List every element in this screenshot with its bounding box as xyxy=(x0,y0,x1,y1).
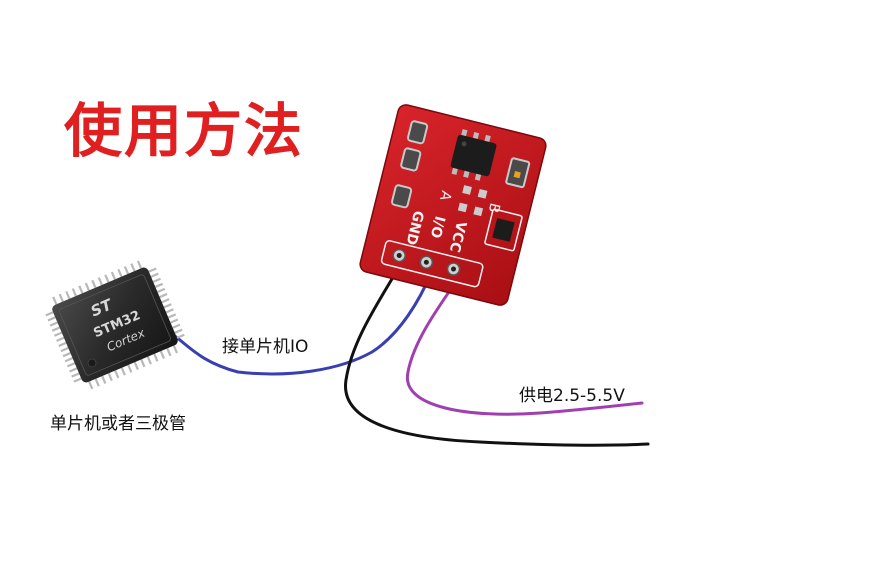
controller-label: 单片机或者三极管 xyxy=(50,414,186,434)
chip-pin xyxy=(167,313,177,319)
chip-pin xyxy=(65,290,71,300)
chip-pin xyxy=(161,298,170,304)
chip-pin xyxy=(64,357,74,363)
chip-pin xyxy=(159,292,168,299)
chip-pin xyxy=(66,362,76,368)
stm32-chip: ST STM32 Cortex xyxy=(45,260,185,390)
chip-pin xyxy=(154,282,164,288)
chip-pin xyxy=(47,316,56,322)
ground-wire xyxy=(344,260,650,447)
chip-pin xyxy=(140,359,146,368)
chip-pin xyxy=(166,347,172,357)
chip-pin xyxy=(52,296,58,305)
pin-label-vcc: VCC xyxy=(446,220,469,254)
chip-pin xyxy=(71,372,80,378)
io-wire xyxy=(170,269,434,376)
chip-pin xyxy=(172,345,178,354)
chip-pin xyxy=(133,361,139,371)
chip-pin xyxy=(176,333,185,339)
chip-pin xyxy=(153,353,159,362)
chip-pin xyxy=(159,350,165,359)
chip-pin xyxy=(114,370,120,379)
chip-pin xyxy=(170,318,179,324)
chip-pin xyxy=(51,326,61,332)
chip-pin xyxy=(69,367,78,373)
chip-pins xyxy=(45,260,185,390)
chip-pin xyxy=(163,303,172,309)
chip-pin xyxy=(127,364,133,373)
chip-pin xyxy=(172,323,181,329)
chip-pin xyxy=(53,331,63,337)
chip-pin xyxy=(165,308,174,314)
chip-pin xyxy=(58,293,64,302)
chip-pin xyxy=(101,375,107,384)
chip-pin xyxy=(107,372,113,382)
chip-pin xyxy=(150,272,159,278)
chip-pin xyxy=(123,266,130,275)
chip-pin xyxy=(73,377,82,383)
chip-pin xyxy=(71,288,77,297)
power-wire xyxy=(405,274,644,416)
chip-pin xyxy=(84,282,90,291)
chip-pin xyxy=(45,311,54,317)
jumper-label-a: A xyxy=(436,189,454,203)
chip-pin xyxy=(152,277,161,283)
pcb-board xyxy=(360,104,546,306)
chip-pin xyxy=(130,263,136,272)
touch-sensor-module: A B GND I/O VCC xyxy=(359,104,547,306)
chip-pin xyxy=(104,274,110,283)
chip-pin xyxy=(94,378,100,387)
chip-pin xyxy=(60,346,69,353)
chip-pin xyxy=(148,267,157,273)
chip-pin xyxy=(146,356,152,365)
chip-pin xyxy=(120,367,126,376)
chip-pin xyxy=(157,287,166,294)
chip-pin xyxy=(62,352,71,358)
chip-pin xyxy=(49,321,58,327)
chip-pin xyxy=(97,277,103,286)
chip-pin xyxy=(174,328,183,334)
chip-pin xyxy=(117,268,123,278)
chip-pin xyxy=(88,381,94,390)
chip-pin xyxy=(91,279,97,289)
power-wire-label: 供电2.5-5.5V xyxy=(519,386,625,406)
chip-pin xyxy=(110,271,116,280)
io-wire-label: 接单片机IO xyxy=(222,337,309,357)
chip-pin xyxy=(58,341,67,347)
pin-label-io: I/O xyxy=(427,214,448,240)
page-title: 使用方法 xyxy=(64,97,305,165)
chip-pin xyxy=(56,336,65,342)
chip-pin xyxy=(136,260,143,269)
chip-body xyxy=(52,267,178,383)
chip-pin xyxy=(78,285,84,294)
jumper-label-b: B xyxy=(485,201,503,214)
